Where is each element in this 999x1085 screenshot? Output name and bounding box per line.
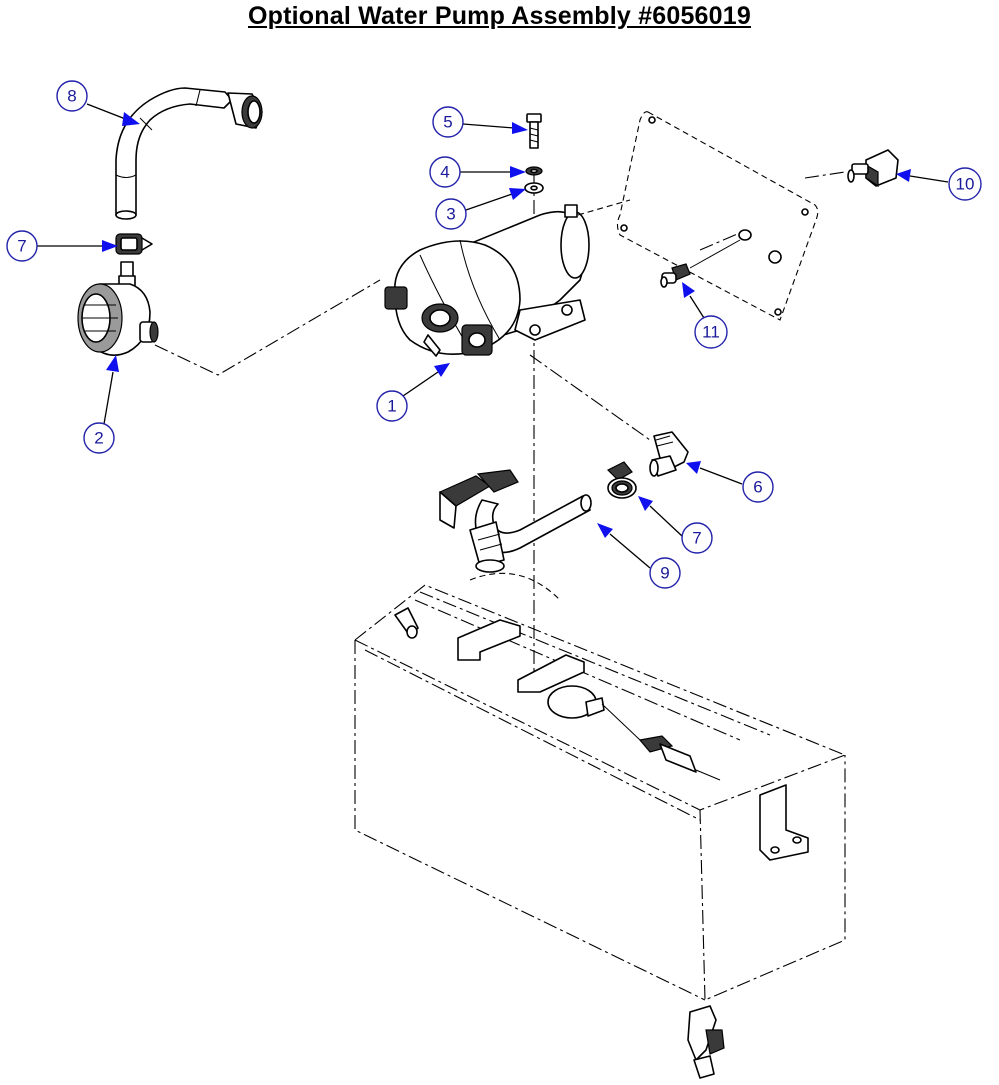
elbow-fitting-part-6 [649,431,689,477]
callout-label-9: 9 [660,564,669,583]
callout-bubble-8: 8 [56,80,88,112]
callout-label-7-middle: 7 [692,529,701,548]
callout-label-1: 1 [387,397,396,416]
outlet-hose-part-9 [438,469,592,573]
callout-label-2: 2 [94,429,103,448]
callout-bubble-10: 10 [948,167,982,201]
callout-label-5: 5 [443,113,452,132]
callout-label-7-upper: 7 [17,237,26,256]
callout-label-6: 6 [753,478,762,497]
hose-clamp-part-7-upper [115,233,153,255]
callout-bubble-1: 1 [376,390,408,422]
water-tank [354,584,846,1079]
hardware-parts-3-4-5 [524,113,544,194]
callout-leaders [37,103,949,569]
diagram-title: Optional Water Pump Assembly #6056019 [248,2,751,30]
callout-bubble-3: 3 [435,198,467,230]
callout-bubble-9: 9 [649,557,681,589]
switch-boot-part-11 [660,263,691,288]
callout-bubble-6: 6 [742,471,774,503]
callout-bubble-5: 5 [432,106,464,138]
hose-clamp-part-7-middle [606,461,637,499]
callout-bubble-11: 11 [694,315,728,349]
switch-part-10 [847,149,899,188]
callout-label-10: 10 [956,175,975,194]
callout-bubble-4: 4 [429,156,461,188]
callout-label-4: 4 [440,163,449,182]
callout-bubble-7-middle: 7 [681,522,713,554]
mounting-plate [577,111,819,321]
strainer-part-2 [77,261,159,356]
hose-part-8 [115,87,263,220]
callout-bubble-7-upper: 7 [6,230,38,262]
water-pump-part-1 [384,204,590,357]
callout-label-11: 11 [702,323,720,342]
callout-label-3: 3 [446,205,455,224]
callout-bubble-2: 2 [83,422,115,454]
callout-label-8: 8 [67,87,76,106]
